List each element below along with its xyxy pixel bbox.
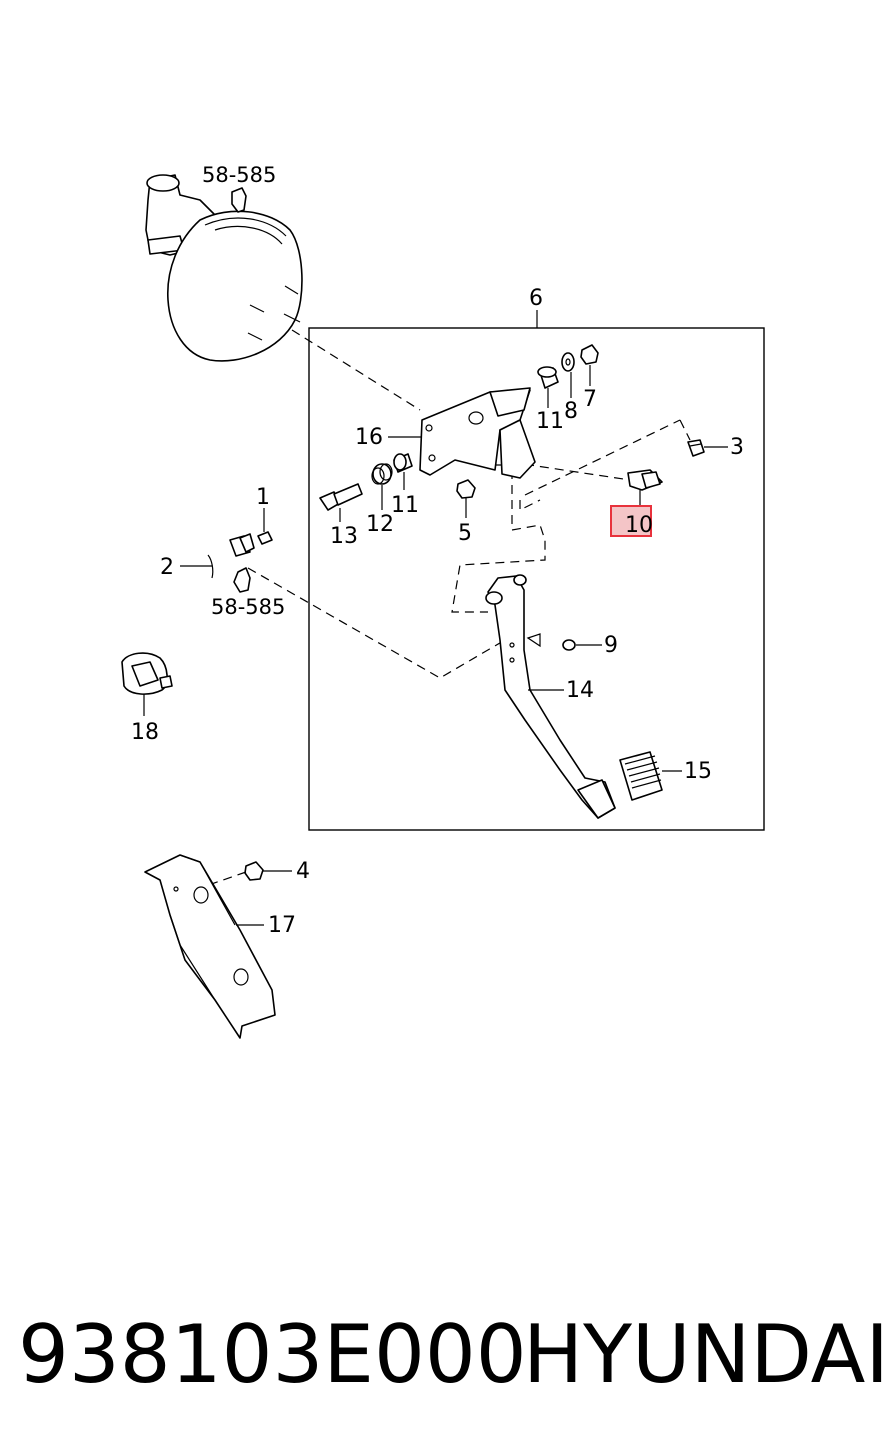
assembly-dash-lines	[247, 329, 691, 679]
nut-top	[580, 344, 599, 365]
part-caption: 938103E000 HYUNDAI	[18, 1300, 886, 1410]
callout-2: 2	[160, 555, 174, 580]
callout-5: 5	[458, 521, 472, 546]
highlight-box	[610, 505, 652, 537]
pedal-assembly-frame	[308, 327, 765, 831]
callout-16: 16	[355, 425, 383, 450]
nut-5	[456, 479, 476, 499]
callout-6: 6	[529, 286, 543, 311]
ref-58-585-bottom: 58-585	[211, 567, 285, 619]
switch-18	[121, 652, 173, 695]
washer	[561, 352, 575, 372]
clip-bracket	[207, 531, 273, 579]
callout-15: 15	[684, 759, 712, 784]
callout-17: 17	[268, 913, 296, 938]
screw-3	[687, 439, 705, 457]
callout-10: 10	[625, 513, 653, 538]
callout-14: 14	[566, 678, 594, 703]
pedal-bracket	[419, 387, 536, 479]
stop-lamp-switch	[627, 469, 663, 491]
brake-booster	[145, 174, 303, 362]
callout-4: 4	[296, 859, 310, 884]
callout-11-lower: 11	[391, 493, 419, 518]
callout-11-upper: 11	[536, 409, 564, 434]
brand-name: HYUNDAI	[523, 1308, 886, 1401]
nut-4	[244, 861, 264, 881]
callout-1: 1	[256, 485, 270, 510]
footrest-bracket	[144, 854, 276, 1039]
spring	[371, 463, 393, 485]
pin-9	[526, 633, 576, 651]
callout-12: 12	[366, 512, 394, 537]
pivot-bolt	[319, 483, 363, 511]
ref-top-label: 58-585	[202, 163, 276, 187]
parts-diagram: 58-585 6 16 11 8 7	[121, 163, 765, 1039]
bushing-upper	[537, 366, 559, 389]
ref-58-585-top: 58-585	[202, 163, 276, 213]
pedal-arm	[485, 574, 616, 819]
callout-9: 9	[604, 633, 618, 658]
callout-3: 3	[730, 435, 744, 460]
bushing-lower	[393, 453, 413, 473]
callout-7: 7	[583, 387, 597, 412]
pedal-pad	[619, 751, 663, 801]
callout-8: 8	[564, 399, 578, 424]
callout-18: 18	[131, 720, 159, 745]
callout-13: 13	[330, 524, 358, 549]
ref-bottom-label: 58-585	[211, 595, 285, 619]
part-number: 938103E000	[18, 1308, 527, 1401]
